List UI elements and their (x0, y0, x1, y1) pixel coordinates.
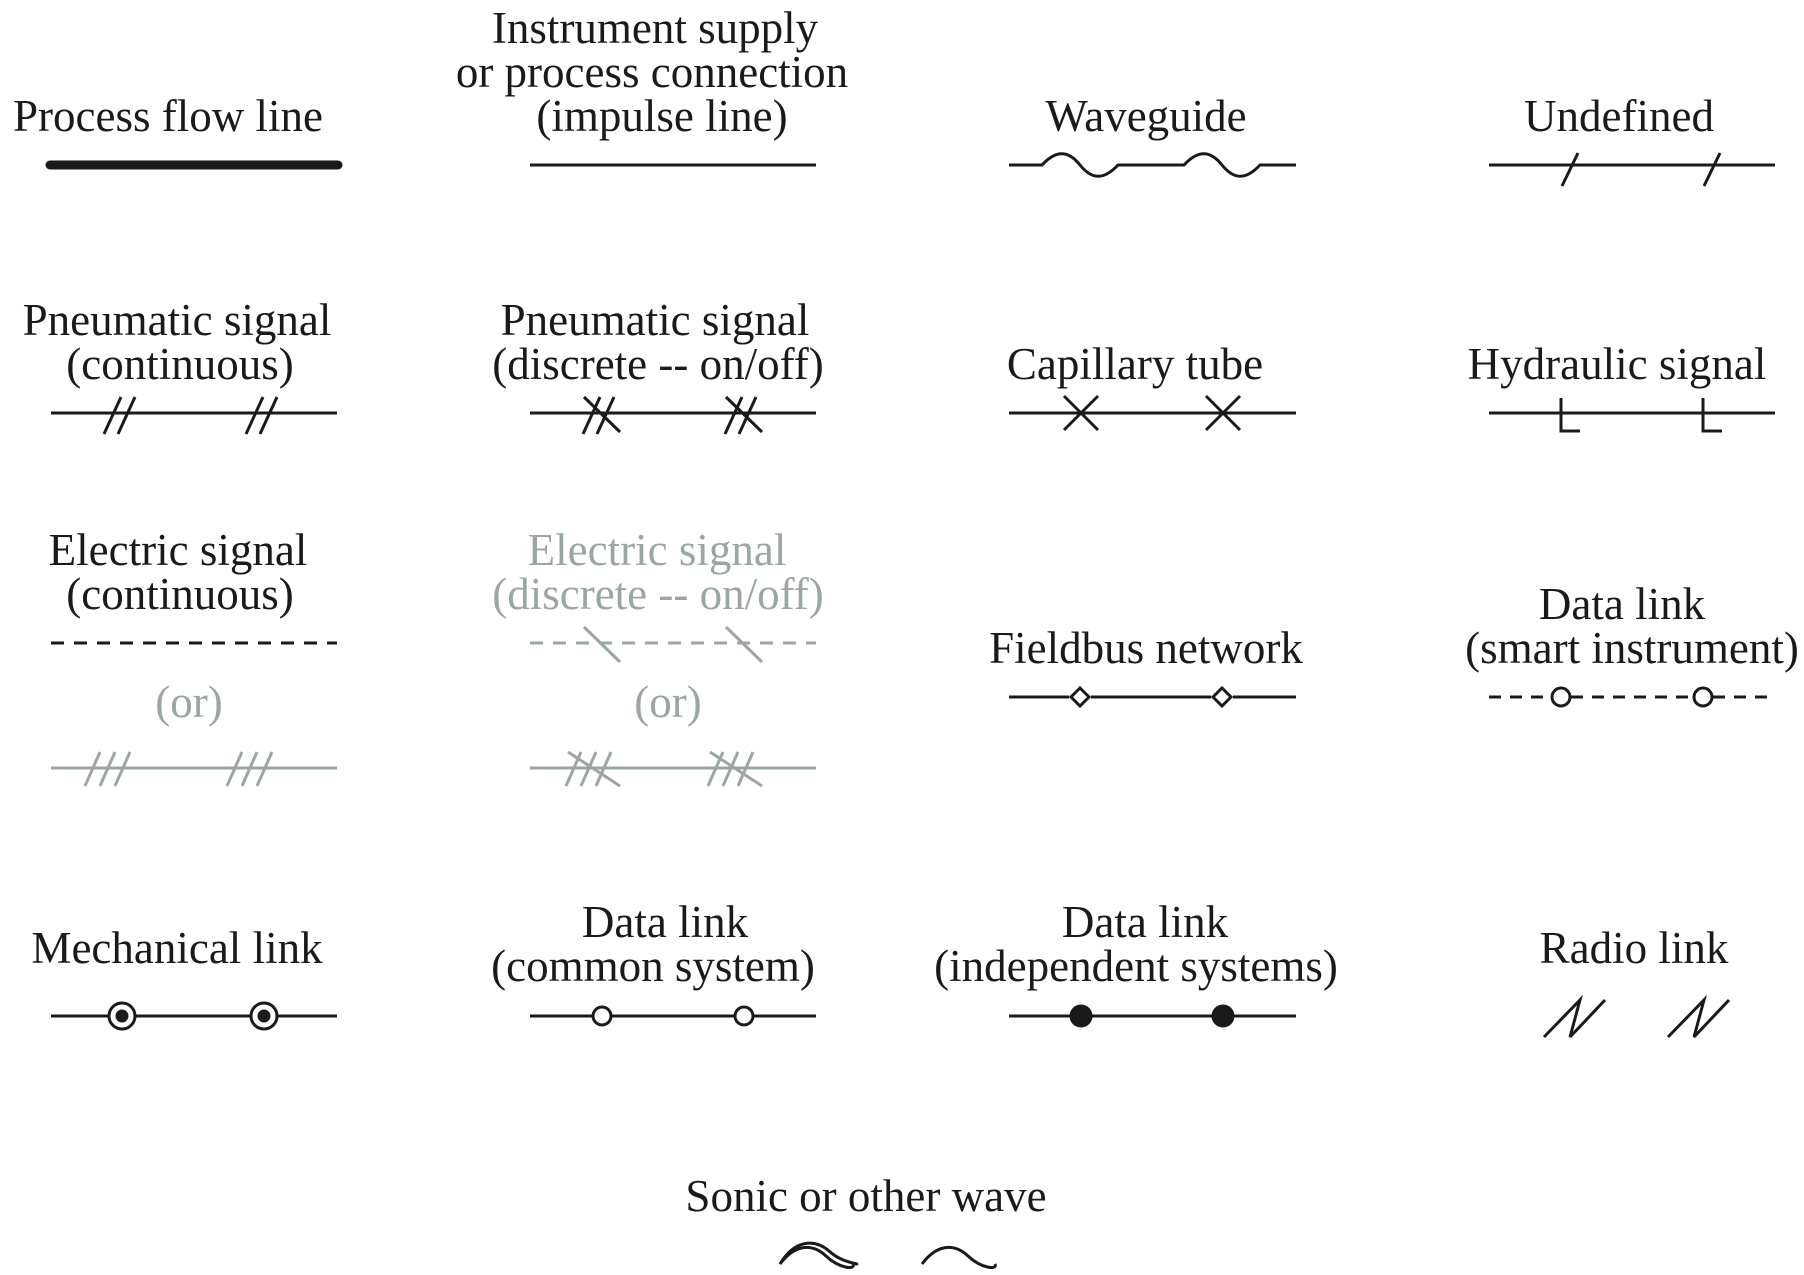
data-link-independent-label-1: Data link (1061, 897, 1229, 947)
sonic-wave-label: Sonic or other wave (685, 1171, 1047, 1221)
waveguide-label: Waveguide (1045, 91, 1247, 141)
electric-continuous-label-2: (continuous) (66, 569, 294, 619)
undefined-label: Undefined (1524, 91, 1714, 141)
process-flow-line-label: Process flow line (13, 91, 323, 141)
data-link-common-label-1: Data link (581, 897, 749, 947)
fieldbus-network-label: Fieldbus network (989, 623, 1303, 673)
sonic-wave-tildes (778, 1246, 997, 1270)
electric-continuous-or-label: (or) (155, 677, 223, 727)
electric-discrete-label-2: (discrete -- on/off) (492, 569, 824, 619)
pneumatic-continuous-icon (51, 396, 337, 435)
data-link-independent-icon (1009, 1004, 1296, 1028)
electric-continuous-slashed-icon (51, 751, 337, 787)
data-link-common-label-2: (common system) (491, 941, 815, 991)
data-link-smart-label-2: (smart instrument) (1465, 623, 1799, 673)
hydraulic-signal-label: Hydraulic signal (1467, 339, 1767, 389)
electric-discrete-slashed-icon (530, 750, 816, 788)
undefined-line-icon (1489, 152, 1775, 187)
pneumatic-continuous-label-2: (continuous) (66, 339, 294, 389)
radio-link-icon (1542, 994, 1731, 1039)
pneumatic-discrete-label-2: (discrete -- on/off) (492, 339, 824, 389)
data-link-smart-label-1: Data link (1538, 579, 1706, 629)
instrument-supply-label-3: (impulse line) (536, 91, 788, 141)
hydraulic-signal-icon (1489, 398, 1775, 433)
capillary-tube-icon (1009, 394, 1296, 432)
pneumatic-discrete-icon (530, 395, 816, 435)
instrument-supply-label-1: Instrument supply (491, 3, 819, 53)
electric-discrete-dashed-icon (530, 625, 816, 664)
electric-discrete-label-1: Electric signal (527, 525, 787, 575)
data-link-smart-icon (1489, 686, 1775, 708)
capillary-tube-label: Capillary tube (1006, 339, 1264, 389)
mechanical-link-icon (51, 1001, 337, 1031)
radio-link-label: Radio link (1539, 923, 1729, 973)
electric-continuous-label-1: Electric signal (48, 525, 308, 575)
data-link-common-icon (530, 1005, 816, 1027)
waveguide-icon (1009, 152, 1296, 178)
pneumatic-continuous-label-1: Pneumatic signal (22, 295, 332, 345)
sonic-wave-icon (778, 1241, 859, 1266)
data-link-independent-label-2: (independent systems) (934, 941, 1338, 991)
electric-discrete-or-label: (or) (634, 677, 702, 727)
instrument-supply-label-2: or process connection (455, 47, 849, 97)
pneumatic-discrete-label-1: Pneumatic signal (500, 295, 810, 345)
fieldbus-network-icon (1009, 685, 1296, 709)
mechanical-link-label: Mechanical link (31, 923, 323, 973)
